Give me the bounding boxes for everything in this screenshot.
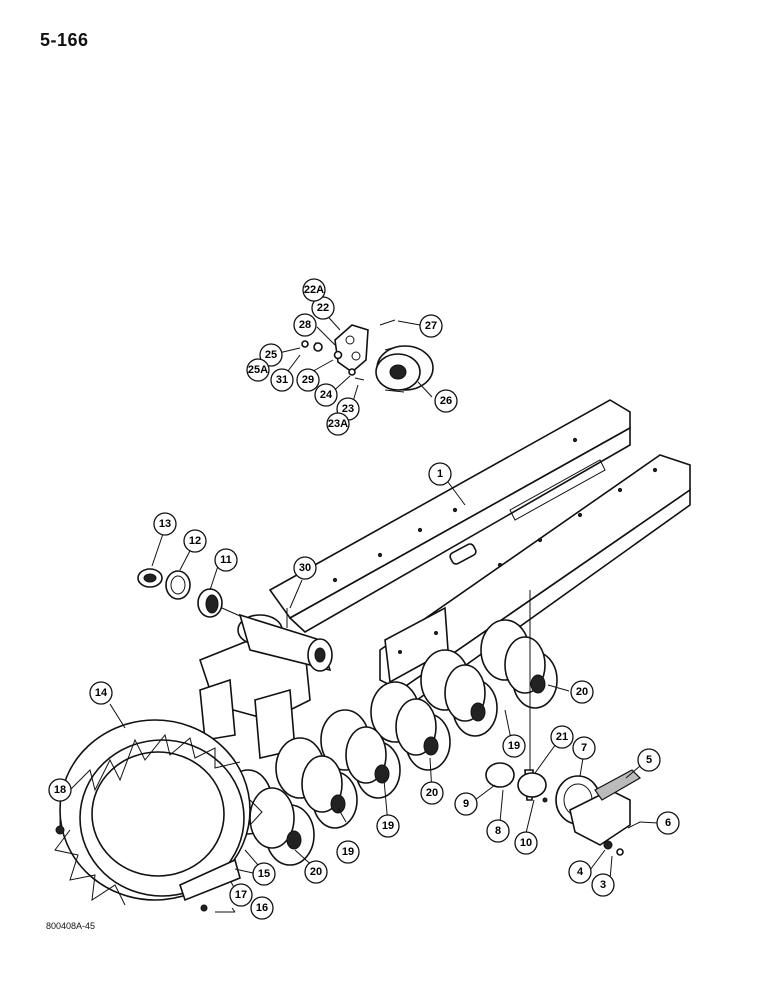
svg-text:4: 4 — [577, 866, 584, 878]
upper-roller-assembly — [301, 319, 434, 393]
callout-29: 29 — [296, 368, 320, 392]
svg-text:30: 30 — [299, 562, 311, 574]
svg-text:19: 19 — [508, 740, 520, 752]
svg-text:27: 27 — [425, 320, 437, 332]
svg-text:23A: 23A — [328, 418, 348, 430]
svg-text:19: 19 — [382, 820, 394, 832]
callout-19-right: 19 — [502, 734, 526, 758]
svg-text:1: 1 — [437, 468, 443, 480]
callout-26: 26 — [434, 389, 458, 413]
callout-31: 31 — [270, 368, 294, 392]
svg-text:19: 19 — [342, 846, 354, 858]
svg-text:13: 13 — [159, 518, 171, 530]
callout-7: 7 — [572, 736, 596, 760]
callout-22: 22 — [311, 296, 335, 320]
svg-text:12: 12 — [189, 535, 201, 547]
sprocket — [54, 719, 263, 913]
svg-text:21: 21 — [556, 731, 568, 743]
svg-text:22A: 22A — [304, 284, 324, 296]
callout-17: 17 — [229, 883, 253, 907]
svg-text:3: 3 — [600, 879, 606, 891]
svg-text:9: 9 — [463, 798, 469, 810]
callout-11: 11 — [214, 548, 238, 572]
front-bearing-parts — [137, 568, 288, 628]
callout-22a: 22A — [302, 278, 326, 302]
svg-text:14: 14 — [95, 687, 108, 699]
svg-text:16: 16 — [256, 902, 268, 914]
svg-text:23: 23 — [342, 403, 354, 415]
svg-text:15: 15 — [258, 868, 270, 880]
callout-16: 16 — [250, 896, 274, 920]
callout-3: 3 — [591, 873, 615, 897]
svg-text:20: 20 — [310, 866, 322, 878]
figure-code: 800408A-45 — [46, 921, 96, 931]
callout-1: 1 — [428, 462, 452, 486]
callout-25: 25 — [259, 343, 283, 367]
svg-text:8: 8 — [495, 825, 501, 837]
callout-20-right: 20 — [570, 680, 594, 704]
callout-27: 27 — [419, 314, 443, 338]
callout-24: 24 — [314, 383, 338, 407]
callout-19-center: 19 — [376, 814, 400, 838]
svg-text:24: 24 — [320, 389, 333, 401]
svg-text:28: 28 — [299, 319, 311, 331]
callout-20-center: 20 — [420, 781, 444, 805]
svg-text:26: 26 — [440, 395, 452, 407]
svg-text:31: 31 — [276, 374, 288, 386]
callout-8: 8 — [486, 819, 510, 843]
svg-text:5: 5 — [646, 754, 652, 766]
svg-text:17: 17 — [235, 889, 247, 901]
svg-text:20: 20 — [426, 787, 438, 799]
callout-14: 14 — [89, 681, 113, 705]
callout-21: 21 — [550, 725, 574, 749]
svg-text:29: 29 — [302, 374, 314, 386]
callout-9: 9 — [454, 792, 478, 816]
callout-20-left: 20 — [304, 860, 328, 884]
svg-text:10: 10 — [520, 837, 532, 849]
svg-text:11: 11 — [220, 554, 232, 566]
svg-text:25A: 25A — [248, 364, 268, 376]
callout-25a: 25A — [246, 358, 270, 382]
callout-28: 28 — [293, 313, 317, 337]
callout-4: 4 — [568, 860, 592, 884]
callout-18: 18 — [48, 778, 72, 802]
track-rollers — [223, 590, 558, 866]
callout-19-left: 19 — [336, 840, 360, 864]
callout-5: 5 — [637, 748, 661, 772]
callout-15: 15 — [252, 862, 276, 886]
page-number: 5-166 — [40, 30, 89, 50]
callout-30: 30 — [293, 556, 317, 580]
svg-text:20: 20 — [576, 686, 588, 698]
svg-text:22: 22 — [317, 302, 329, 314]
drive-hub-parts — [485, 762, 641, 856]
svg-text:7: 7 — [581, 742, 587, 754]
callout-12: 12 — [183, 529, 207, 553]
callout-13: 13 — [153, 512, 177, 536]
callout-10: 10 — [514, 831, 538, 855]
svg-text:25: 25 — [265, 349, 277, 361]
callout-23a: 23A — [326, 412, 350, 436]
callout-6: 6 — [656, 811, 680, 835]
svg-text:6: 6 — [665, 817, 671, 829]
svg-text:18: 18 — [54, 784, 66, 796]
